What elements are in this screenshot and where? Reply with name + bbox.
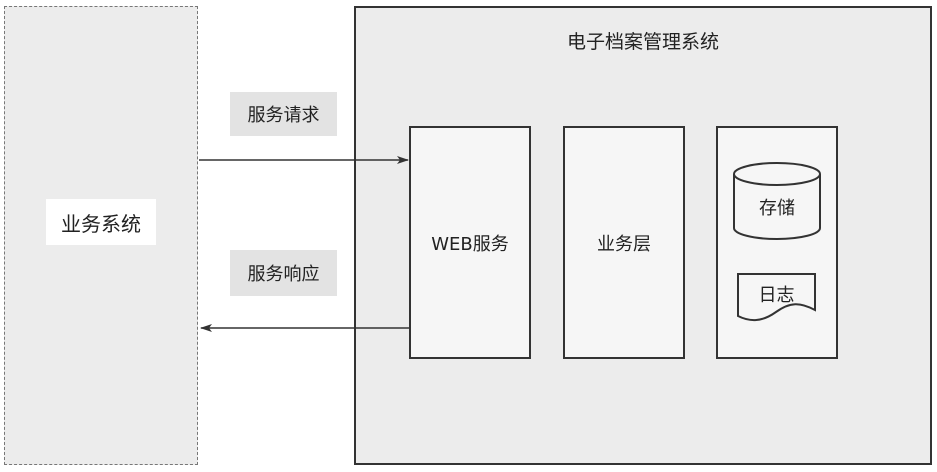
- web-service-label: WEB服务: [431, 233, 509, 255]
- storage-label: 存储: [759, 198, 795, 219]
- business-layer-label: 业务层: [597, 233, 651, 255]
- web-service-box: WEB服务: [409, 126, 531, 359]
- storage-cylinder-icon: [733, 162, 821, 240]
- log-label: 日志: [758, 285, 795, 306]
- business-layer-box: 业务层: [563, 126, 685, 359]
- request-label: 服务请求: [247, 105, 320, 126]
- response-label: 服务响应: [247, 264, 320, 285]
- archive-system-title: 电子档案管理系统: [566, 31, 719, 53]
- response-tag: 服务响应: [230, 250, 337, 296]
- request-tag: 服务请求: [230, 92, 337, 136]
- log-document-icon: [737, 273, 816, 322]
- business-system-label: 业务系统: [46, 199, 156, 245]
